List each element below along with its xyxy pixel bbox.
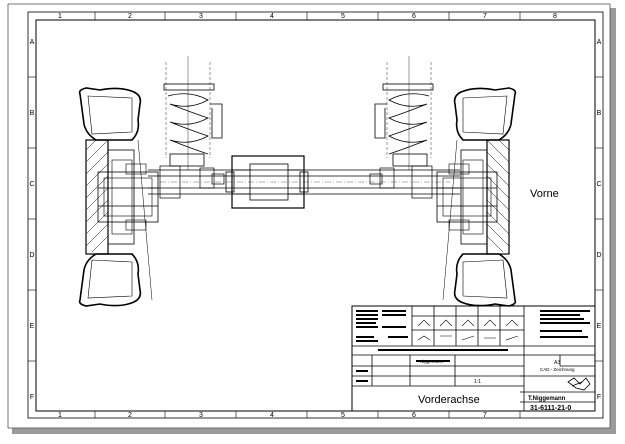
zone-row-left-a: A: [30, 39, 35, 46]
zone-col-top-3: 3: [199, 13, 203, 20]
zone-col-bottom-2: 2: [128, 412, 132, 419]
zone-row-right-b: B: [597, 110, 602, 117]
page-shadow: [610, 8, 616, 434]
left-tire-upper: [78, 87, 142, 141]
zone-col-top-8: 8: [553, 13, 557, 20]
page-shadow-bottom: [12, 428, 616, 434]
zone-col-top-1: 1: [58, 13, 62, 20]
outer-frame: [27, 11, 604, 419]
zone-ticks: [28, 12, 603, 418]
zone-col-bottom-4: 4: [270, 412, 274, 419]
zone-col-bottom-6: 6: [412, 412, 416, 419]
title-block: [351, 305, 596, 412]
axle-shafts: [148, 165, 460, 199]
direction-label: Vorne: [530, 188, 559, 200]
right-tire-upper: [453, 87, 517, 141]
zone-row-right-f: F: [597, 394, 601, 401]
zone-row-left-d: D: [29, 252, 34, 259]
company-logo: [567, 377, 591, 391]
zone-row-left-f: F: [30, 394, 34, 401]
front-axle-assembly: [78, 56, 517, 307]
author-name: Niggemann: [420, 359, 444, 364]
zone-row-right-d: D: [596, 252, 601, 259]
scale-value: 1:1: [474, 379, 481, 385]
zone-col-top-5: 5: [341, 13, 345, 20]
zone-row-right-a: A: [597, 39, 602, 46]
zone-col-bottom-7: 7: [483, 412, 487, 419]
zone-col-bottom-1: 1: [58, 412, 62, 419]
title-block-fineprint: [356, 310, 590, 382]
zone-col-bottom-3: 3: [199, 412, 203, 419]
inner-frame: [35, 19, 596, 412]
zone-row-left-c: C: [29, 181, 34, 188]
right-coil-spring: [374, 56, 434, 170]
zone-row-left-b: B: [30, 110, 35, 117]
zone-row-right-e: E: [597, 323, 602, 330]
left-wheel: [78, 87, 159, 307]
zone-col-top-2: 2: [128, 13, 132, 20]
left-tire-lower: [78, 253, 142, 307]
left-coil-spring: [163, 56, 223, 170]
zone-col-top-7: 7: [483, 13, 487, 20]
company-name: T.Niggemann: [528, 396, 566, 402]
zone-col-top-6: 6: [412, 13, 416, 20]
zone-row-right-c: C: [596, 181, 601, 188]
cad-note: CAD - Zeichnung: [540, 367, 575, 372]
zone-col-bottom-5: 5: [341, 412, 345, 419]
drawing-number: 31-6111-21-0: [530, 405, 571, 412]
zone-col-top-4: 4: [270, 13, 274, 20]
zone-row-left-e: E: [30, 323, 35, 330]
sheet-size: A3: [554, 360, 560, 366]
drawing-title: Vorderachse: [418, 394, 480, 406]
